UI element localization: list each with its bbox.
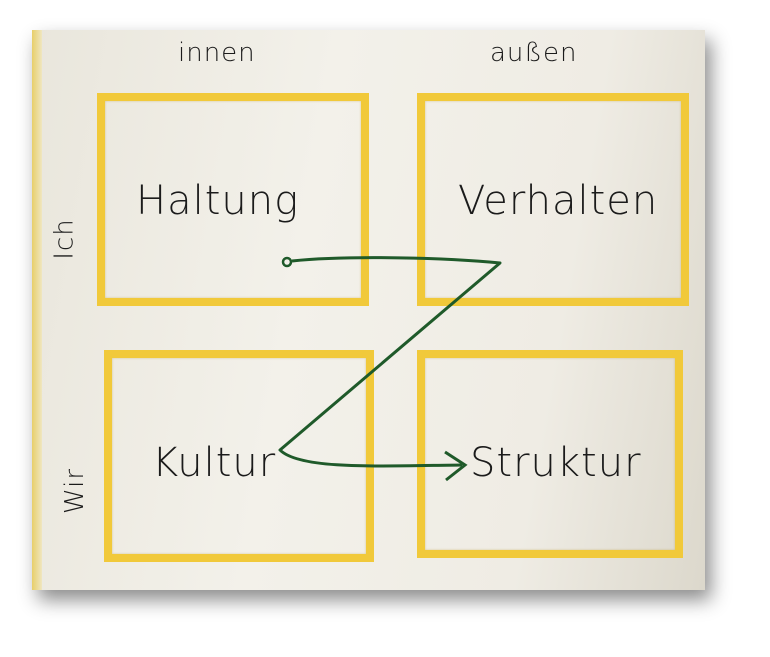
quadrant-haltung (97, 93, 369, 306)
quadrant-kultur (104, 350, 374, 562)
quadrant-label-verhalten: Verhalten (458, 178, 659, 224)
quadrant-label-struktur: Struktur (470, 440, 642, 486)
arrow-head-icon (444, 450, 468, 482)
arrow-start-dot (281, 256, 293, 268)
quadrant-verhalten (417, 93, 689, 306)
quadrant-struktur (417, 350, 683, 558)
quadrant-label-haltung: Haltung (136, 178, 300, 224)
quadrant-label-kultur: Kultur (152, 440, 277, 486)
z-flow-arrow (278, 256, 502, 468)
column-label-innen: innen (178, 38, 256, 68)
paper-edge (32, 30, 42, 590)
column-label-aussen: außen (490, 38, 578, 68)
